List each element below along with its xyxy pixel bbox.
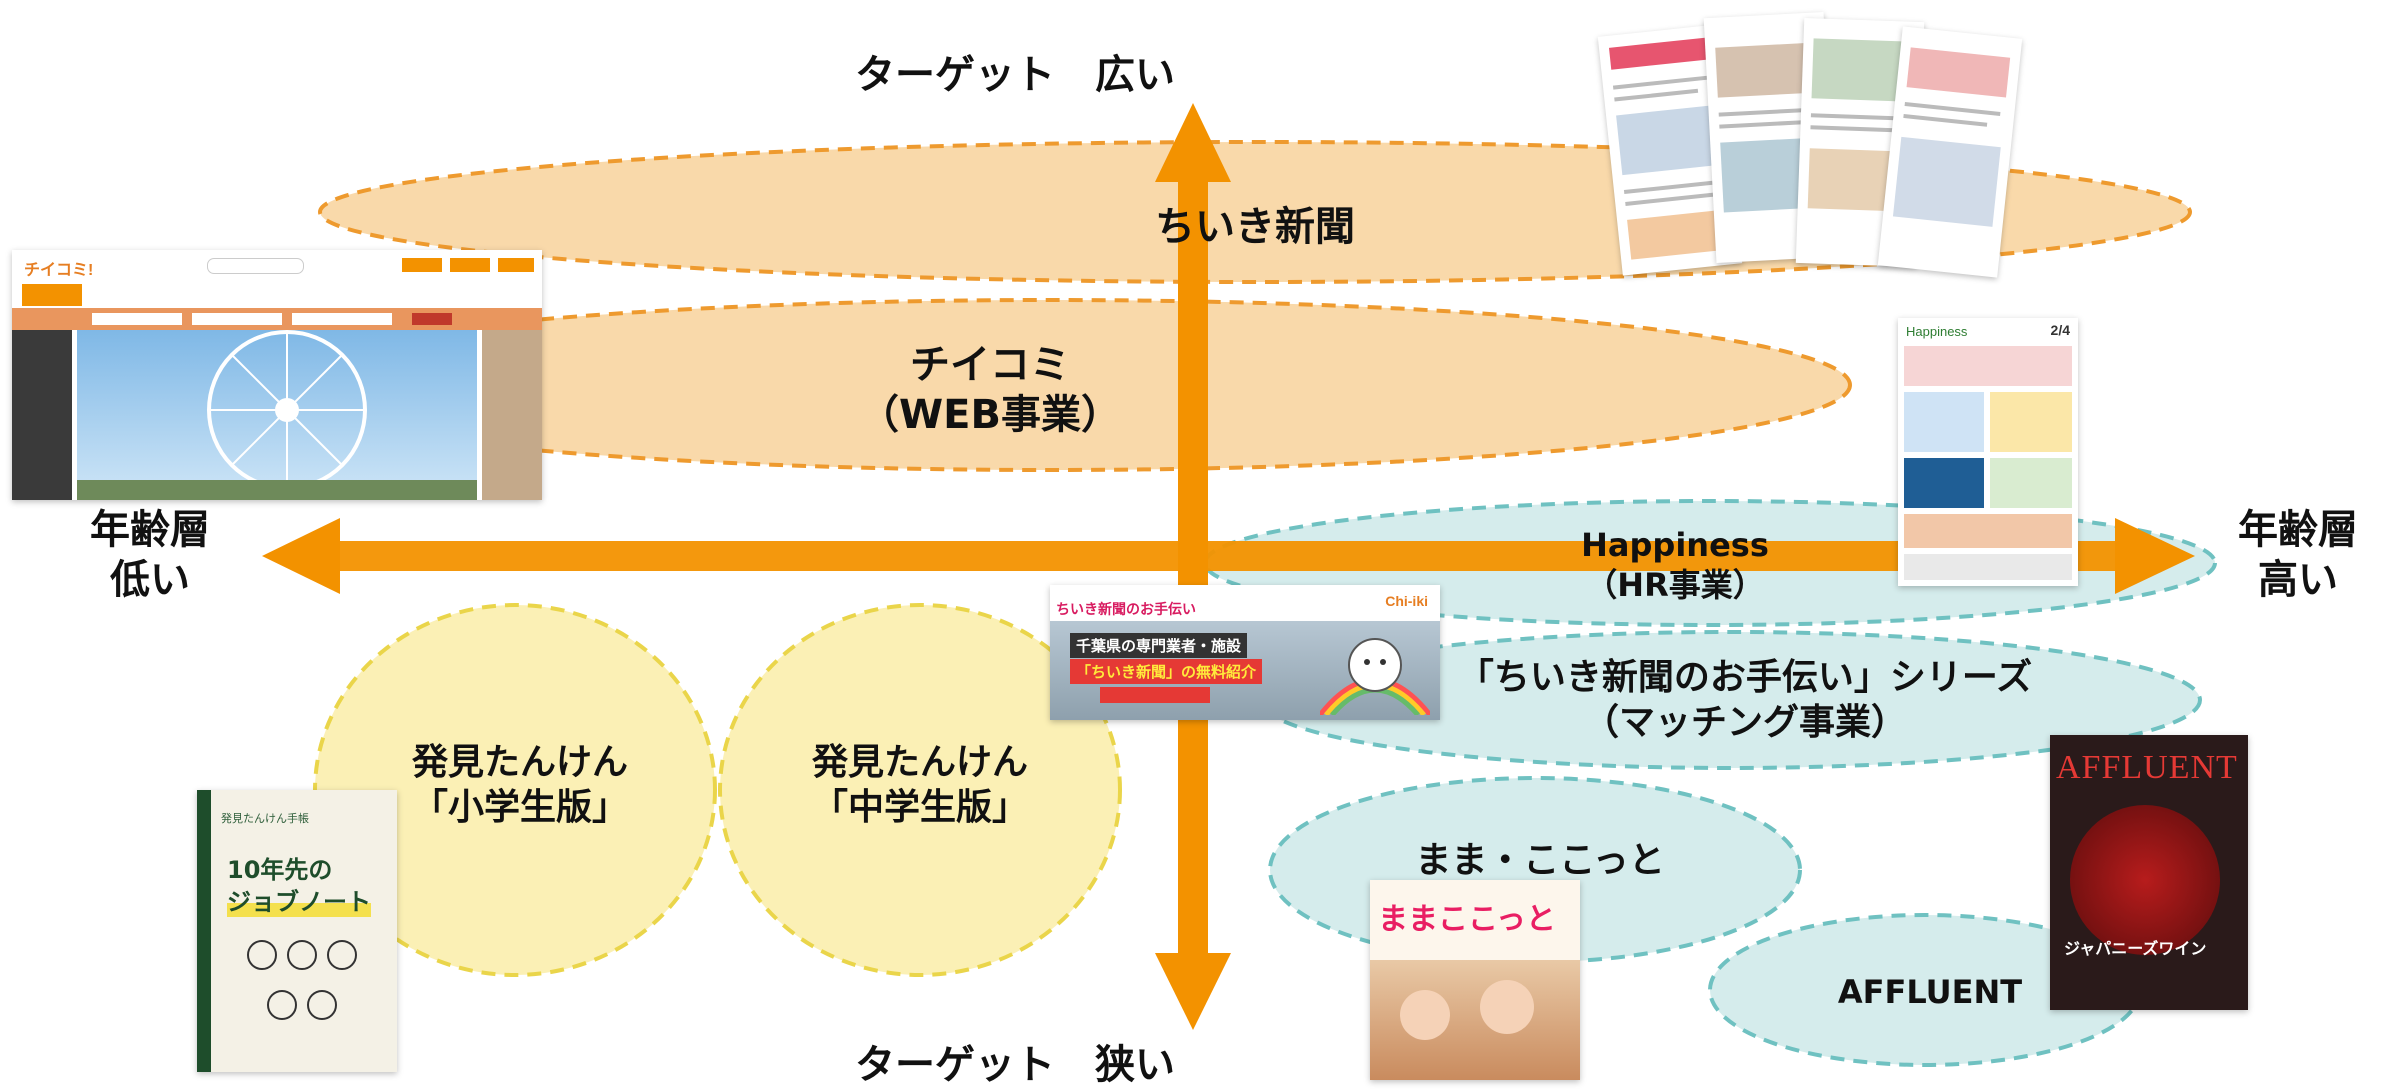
axis-right-label-line2: 高い	[2258, 557, 2338, 603]
axis-right-label-line1: 年齢層	[2238, 507, 2358, 553]
mama-cocotto-magazine-image: ままここっと	[1370, 880, 1580, 1080]
chiikomi-ellipse	[248, 298, 1852, 472]
ferris-wheel-icon	[77, 330, 477, 500]
newspaper-stack-image	[1597, 10, 2060, 280]
label-affluent: AFFLUENT	[1837, 973, 2023, 1011]
hakken-chugaku-circle	[718, 603, 1122, 977]
label-happiness-line1: Happiness	[1581, 526, 1769, 564]
otetsudai-logo: Chi-iki	[1385, 593, 1428, 609]
bottom-arrowhead	[1155, 953, 1231, 1030]
right-arrowhead	[2115, 518, 2195, 594]
label-chiikomi-line2: （WEB事業）	[859, 392, 1121, 438]
label-mama-cocotto: まま・ここっと	[1415, 840, 1665, 881]
axis-right-label: 年齢層 高い	[2228, 505, 2368, 605]
jobnote-title-line2: ジョブノート	[227, 882, 371, 917]
otetsudai-title: ちいき新聞のお手伝い	[1056, 602, 1196, 618]
label-hakken-chugaku: 発見たんけん 「中学生版」	[785, 740, 1055, 830]
label-chiiki-shinbun: ちいき新聞	[1155, 204, 1355, 250]
jobnote-header: 発見たんけん手帳	[221, 812, 309, 825]
left-arrowhead	[262, 518, 340, 594]
label-happiness-line2: （HR事業）	[1585, 566, 1765, 604]
axis-top-label: ターゲット 広い	[855, 52, 1175, 98]
label-hakken-shogaku-line1: 発見たんけん	[411, 742, 628, 783]
mascot-icon	[1320, 638, 1430, 715]
vertical-axis-shaft	[1178, 170, 1208, 960]
happiness-logo: Happiness	[1906, 324, 1968, 339]
label-chiikomi: チイコミ （WEB事業）	[825, 340, 1155, 440]
ferris-wheel-photo	[77, 330, 477, 500]
affluent-caption: ジャパニーズワイン	[2064, 939, 2207, 958]
otetsudai-banner-line2: 「ちいき新聞」の無料紹介	[1070, 659, 1263, 684]
otetsudai-banner-line1: 千葉県の専門業者・施設	[1070, 633, 1248, 658]
label-hakken-shogaku: 発見たんけん 「小学生版」	[385, 740, 655, 830]
label-chiikomi-line1: チイコミ	[910, 342, 1070, 388]
otetsudai-banner-image: ちいき新聞のお手伝い Chi-iki 千葉県の専門業者・施設 「ちいき新聞」の無…	[1050, 585, 1440, 720]
axis-bottom-label: ターゲット 狭い	[855, 1042, 1175, 1088]
chiikomi-website-screenshot: チイコミ!	[12, 250, 542, 500]
job-note-booklet-image: 発見たんけん手帳 10年先の ジョブノート	[197, 790, 397, 1072]
axis-left-label-line1: 年齢層	[90, 507, 210, 553]
top-arrowhead	[1155, 103, 1231, 182]
label-hakken-chugaku-line1: 発見たんけん	[811, 742, 1028, 783]
people-icon	[247, 940, 357, 1020]
label-happiness: Happiness （HR事業）	[1555, 525, 1795, 605]
horizontal-axis-shaft	[330, 541, 2125, 571]
chiikomi-logo: チイコミ!	[24, 262, 94, 279]
label-hakken-chugaku-line2: 「中学生版」	[811, 787, 1028, 828]
axis-left-label-line2: 低い	[110, 557, 190, 603]
label-otetsudai-line2: （マッチング事業）	[1582, 702, 1907, 743]
affluent-magazine-image: AFFLUENT ジャパニーズワイン	[2050, 735, 2248, 1010]
label-otetsudai: 「ちいき新聞のお手伝い」シリーズ （マッチング事業）	[1445, 655, 2045, 745]
newspaper-page-4	[1877, 26, 2023, 278]
label-hakken-shogaku-line2: 「小学生版」	[411, 787, 628, 828]
axis-left-label: 年齢層 低い	[80, 505, 220, 605]
affluent-title: AFFLUENT	[2056, 749, 2238, 786]
mama-cocotto-title: ままここっと	[1378, 902, 1556, 937]
happiness-flyer-image: Happiness 2/4	[1898, 318, 2078, 586]
label-otetsudai-line1: 「ちいき新聞のお手伝い」シリーズ	[1457, 657, 2033, 698]
happiness-date: 2/4	[2050, 322, 2070, 338]
jobnote-title-line1: 10年先の	[227, 856, 333, 884]
